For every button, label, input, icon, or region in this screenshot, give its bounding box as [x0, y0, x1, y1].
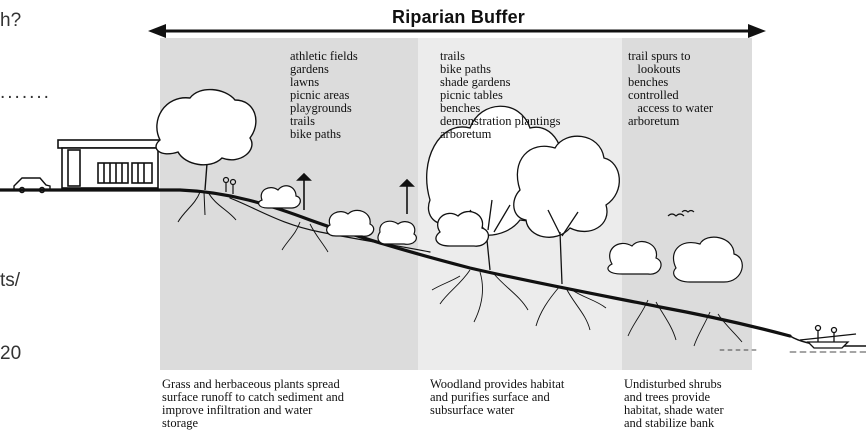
building [58, 140, 162, 188]
people-figures [224, 178, 236, 195]
use-item: bike paths [290, 128, 358, 141]
zone-1-description: Grass and herbaceous plants spread surfa… [162, 378, 422, 430]
diagram-title: Riparian Buffer [392, 7, 592, 28]
boat [800, 326, 856, 349]
zone-3-uses: trail spurs to lookouts benches controll… [628, 50, 713, 128]
zone-2-description: Woodland provides habitat and purifies s… [430, 378, 620, 417]
shrubs-zone-1 [259, 186, 417, 245]
use-item: arboretum [628, 115, 713, 128]
zone-2-uses: trails bike paths shade gardens picnic t… [440, 50, 560, 141]
shrubs-zone-3 [608, 237, 742, 282]
zone-1-uses: athletic fields gardens lawns picnic are… [290, 50, 358, 141]
birds [668, 211, 694, 217]
zone-3-description: Undisturbed shrubs and trees provide hab… [624, 378, 764, 430]
lamp-posts [298, 174, 413, 214]
use-item: arboretum [440, 128, 560, 141]
root-systems [282, 222, 742, 346]
